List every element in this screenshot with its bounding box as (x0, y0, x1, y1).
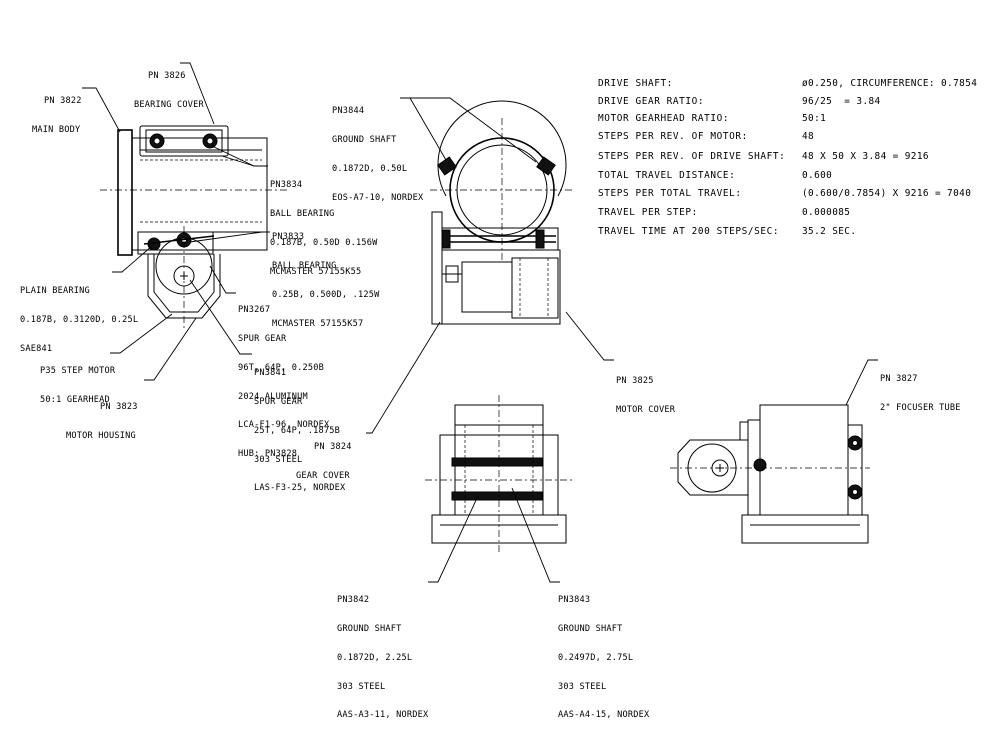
spec-value: 48 X 50 X 3.84 = 9216 (802, 151, 929, 162)
label-line: 2024 ALUMINUM (238, 391, 308, 402)
label-pn3842: PN3842 GROUND SHAFT 0.1872D, 2.25L 303 S… (337, 577, 428, 731)
label-line: 303 STEEL (337, 681, 386, 692)
spec-label: DRIVE GEAR RATIO: (598, 96, 705, 107)
label-pn3844: PN3844 GROUND SHAFT 0.1872D, 0.50L EOS-A… (332, 88, 423, 213)
label-line: 0.2497D, 2.75L (558, 652, 634, 663)
label-line: AAS-A3-11, NORDEX (337, 710, 429, 721)
spec-value: ø0.250, CIRCUMFERENCE: 0.7854 (802, 78, 978, 89)
label-line: 25T, 64P, .1875B (254, 425, 340, 436)
label-pn3826: PN 3826 BEARING COVER (134, 53, 204, 120)
label-pn3822: PN 3822 MAIN BODY (32, 78, 82, 145)
label-pn3841: PN3841 SPUR GEAR 25T, 64P, .1875B 303 ST… (254, 350, 345, 504)
label-line: BALL BEARING (270, 208, 335, 219)
label-line: GROUND SHAFT (337, 623, 402, 634)
spec-value: 48 (802, 131, 815, 142)
label-line: 0.1872D, 0.50L (332, 163, 408, 174)
label-line: PN 3825 (616, 376, 654, 387)
label-line: PN3267 (238, 305, 271, 316)
label-line: PN3843 (558, 595, 591, 606)
label-line: 303 STEEL (558, 681, 607, 692)
label-line: BALL BEARING (272, 260, 337, 271)
label-line: 2" FOCUSER TUBE (880, 402, 961, 413)
label-line: MCMASTER 57155K57 (272, 318, 364, 329)
front-view (670, 404, 870, 544)
label-pn3833: PN3833 BALL BEARING 0.25B, 0.500D, .125W… (272, 214, 379, 339)
label-line: PN3844 (332, 106, 365, 117)
spec-label: STEPS PER REV. OF MOTOR: (598, 131, 748, 142)
label-line: SAE841 (20, 343, 53, 354)
label-pn3834: PN3834 BALL BEARING 0.187B, 0.50D 0.156W… (270, 162, 377, 287)
label-line: AAS-A4-15, NORDEX (558, 710, 650, 721)
top-view (425, 395, 575, 555)
spec-value: 0.600 (802, 170, 833, 181)
spec-label: MOTOR GEARHEAD RATIO: (598, 113, 730, 124)
label-line: MOTOR HOUSING (66, 430, 136, 441)
end-view (430, 100, 575, 325)
spec-label: STEPS PER TOTAL TRAVEL: (598, 188, 742, 199)
label-pn3823: PN 3823 MOTOR HOUSING (66, 384, 138, 451)
label-pn3825: PN 3825 MOTOR COVER (616, 358, 675, 425)
label-line: SPUR GEAR (254, 396, 303, 407)
label-line: 0.187B, 0.3120D, 0.25L (20, 314, 139, 325)
label-line: MCMASTER 57155K55 (270, 266, 362, 277)
label-line: MAIN BODY (32, 124, 81, 135)
label-line: PN 3823 (100, 402, 138, 413)
spec-value: 96/25 = 3.84 (802, 96, 881, 107)
label-line: PN 3827 (880, 374, 918, 385)
side-view (100, 125, 290, 328)
leader-lines (82, 62, 878, 583)
spec-label: DRIVE SHAFT: (598, 78, 673, 89)
spec-label: TRAVEL TIME AT 200 STEPS/SEC: (598, 226, 780, 237)
label-line: PN3841 (254, 368, 287, 379)
label-line: LAS-F3-25, NORDEX (254, 483, 346, 494)
label-line: PN 3822 (44, 96, 82, 107)
label-line: BEARING COVER (134, 99, 204, 110)
label-line: GROUND SHAFT (332, 134, 397, 145)
label-line: PN3833 (272, 232, 305, 243)
label-line: HUB: PN3828 (238, 449, 298, 460)
label-line: EOS-A7-10, NORDEX (332, 192, 424, 203)
spec-value: (0.600/0.7854) X 9216 = 7040 (802, 188, 972, 199)
spec-label: TRAVEL PER STEP: (598, 207, 698, 218)
label-line: 303 STEEL (254, 454, 303, 465)
label-line: PLAIN BEARING (20, 286, 90, 297)
label-line: GEAR COVER (296, 470, 350, 481)
label-line: GROUND SHAFT (558, 623, 623, 634)
label-line: P35 STEP MOTOR (40, 366, 116, 377)
spec-label: TOTAL TRAVEL DISTANCE: (598, 170, 736, 181)
label-line: LCA-F1-96, NORDEX (238, 420, 330, 431)
label-line: PN3834 (270, 180, 303, 191)
label-line: PN 3826 (148, 71, 186, 82)
label-pn3824: PN 3824 GEAR COVER (296, 424, 352, 491)
label-line: 0.1872D, 2.25L (337, 652, 413, 663)
spec-value: 50:1 (802, 113, 827, 124)
label-line: 0.25B, 0.500D, .125W (272, 289, 380, 300)
label-pn3843: PN3843 GROUND SHAFT 0.2497D, 2.75L 303 S… (558, 577, 649, 731)
label-pn3267: PN3267 SPUR GEAR 96T, 64P, 0.250B 2024 A… (238, 287, 329, 469)
spec-value: 0.000085 (802, 207, 851, 218)
label-line: PN3842 (337, 595, 370, 606)
spec-label: STEPS PER REV. OF DRIVE SHAFT: (598, 151, 786, 162)
spec-value: 35.2 SEC. (802, 226, 857, 237)
label-line: PN 3824 (314, 442, 352, 453)
label-line: SPUR GEAR (238, 333, 287, 344)
label-plain-bearing: PLAIN BEARING 0.187B, 0.3120D, 0.25L SAE… (20, 268, 138, 364)
label-line: 0.187B, 0.50D 0.156W (270, 237, 378, 248)
label-p35-step-motor: P35 STEP MOTOR 50:1 GEARHEAD (40, 348, 115, 415)
label-line: 50:1 GEARHEAD (40, 394, 110, 405)
label-line: MOTOR COVER (616, 404, 676, 415)
label-line: 96T, 64P, 0.250B (238, 362, 324, 373)
label-pn3827: PN 3827 2" FOCUSER TUBE (880, 356, 961, 423)
technical-drawing (82, 62, 878, 583)
